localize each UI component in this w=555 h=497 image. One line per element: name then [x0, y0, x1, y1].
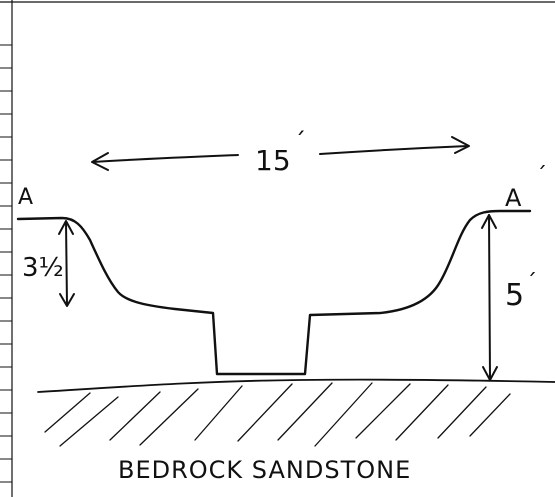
left-height-label: 3½ — [22, 253, 64, 283]
left-section-marker: A — [18, 185, 33, 210]
right-height-arrow — [481, 214, 498, 381]
width-dimension-arrow — [91, 136, 470, 171]
channel-profile — [16, 209, 532, 376]
width-feet-mark: ´ — [294, 128, 306, 156]
right-section-marker: A — [505, 184, 522, 212]
right-height-label: 5 — [505, 278, 524, 313]
width-label: 15 — [255, 144, 291, 177]
right-height-feet-mark: ´ — [526, 271, 537, 296]
bedrock-label: BEDROCK SANDSTONE — [118, 456, 411, 484]
left-height-arrow — [58, 220, 75, 307]
bedrock-hatching — [44, 382, 511, 447]
right-marker-prime: ´ — [536, 164, 547, 189]
bedrock-surface-line — [37, 378, 555, 393]
